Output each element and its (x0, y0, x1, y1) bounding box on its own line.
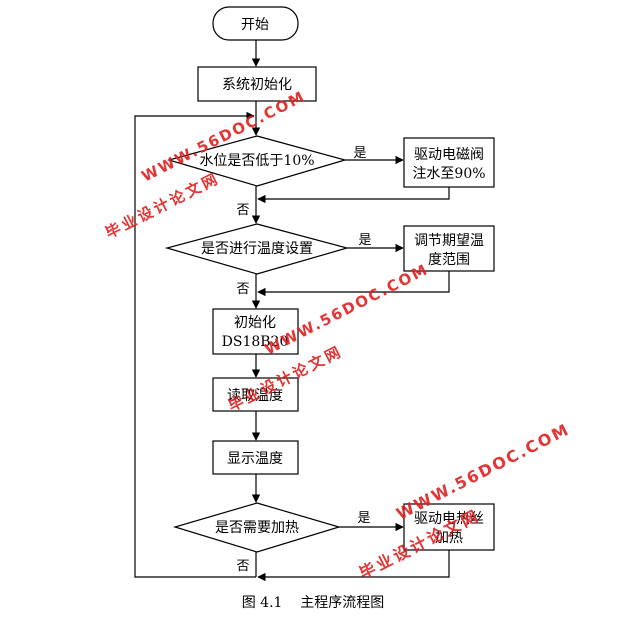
edge-loop-back (134, 111, 256, 578)
action-adjust-box (403, 225, 495, 272)
action-valve-label-2: 注水至90% (412, 166, 485, 182)
init-ds-label-1: 初始化 (234, 314, 276, 331)
action-heat-box (403, 503, 495, 551)
yes-label-water: 是 (353, 146, 366, 161)
yes-label-heat: 是 (357, 511, 370, 526)
init-system-label: 系统初始化 (222, 76, 292, 93)
init-ds-box (212, 308, 299, 355)
no-label-heat: 否 (236, 559, 249, 574)
watermark-slogan-1: 毕业设计论文网 (102, 169, 222, 242)
yes-label-temp-set: 是 (358, 233, 371, 248)
action-adjust-label-1: 调节期望温 (414, 233, 484, 249)
decision-temp-set-diamond (164, 223, 350, 275)
connectors (134, 40, 450, 582)
action-valve-label-1: 驱动电磁阀 (414, 147, 484, 163)
no-label-water: 否 (236, 203, 249, 218)
decision-water-label: 水位是否低于10% (199, 153, 314, 169)
figure-caption: 图 4.1 主程序流程图 (242, 595, 385, 611)
start-label: 开始 (241, 17, 269, 33)
decision-heat-diamond (172, 502, 342, 553)
action-heat-label-2: 加热 (435, 530, 463, 546)
decision-water-diamond (166, 135, 348, 187)
init-system-box (197, 66, 317, 102)
action-heat-label-1: 驱动电热丝 (414, 511, 484, 527)
show-temp-box (212, 440, 299, 475)
show-temp-label: 显示温度 (227, 451, 283, 467)
edge-adjust-return (257, 271, 450, 297)
init-ds-label-2: DS18B20 (222, 334, 289, 350)
no-label-temp-set: 否 (236, 282, 249, 297)
action-adjust-label-2: 度范围 (428, 251, 470, 268)
edge-heater-return (257, 550, 450, 582)
read-temp-label: 读取温度 (227, 387, 283, 404)
decision-temp-set-label: 是否进行温度设置 (201, 241, 313, 257)
edge-valve-return (257, 187, 450, 204)
decision-heat-label: 是否需要加热 (215, 520, 299, 536)
watermark-3: WWW.56DOC.COM 毕业设计论文网 (356, 419, 573, 582)
